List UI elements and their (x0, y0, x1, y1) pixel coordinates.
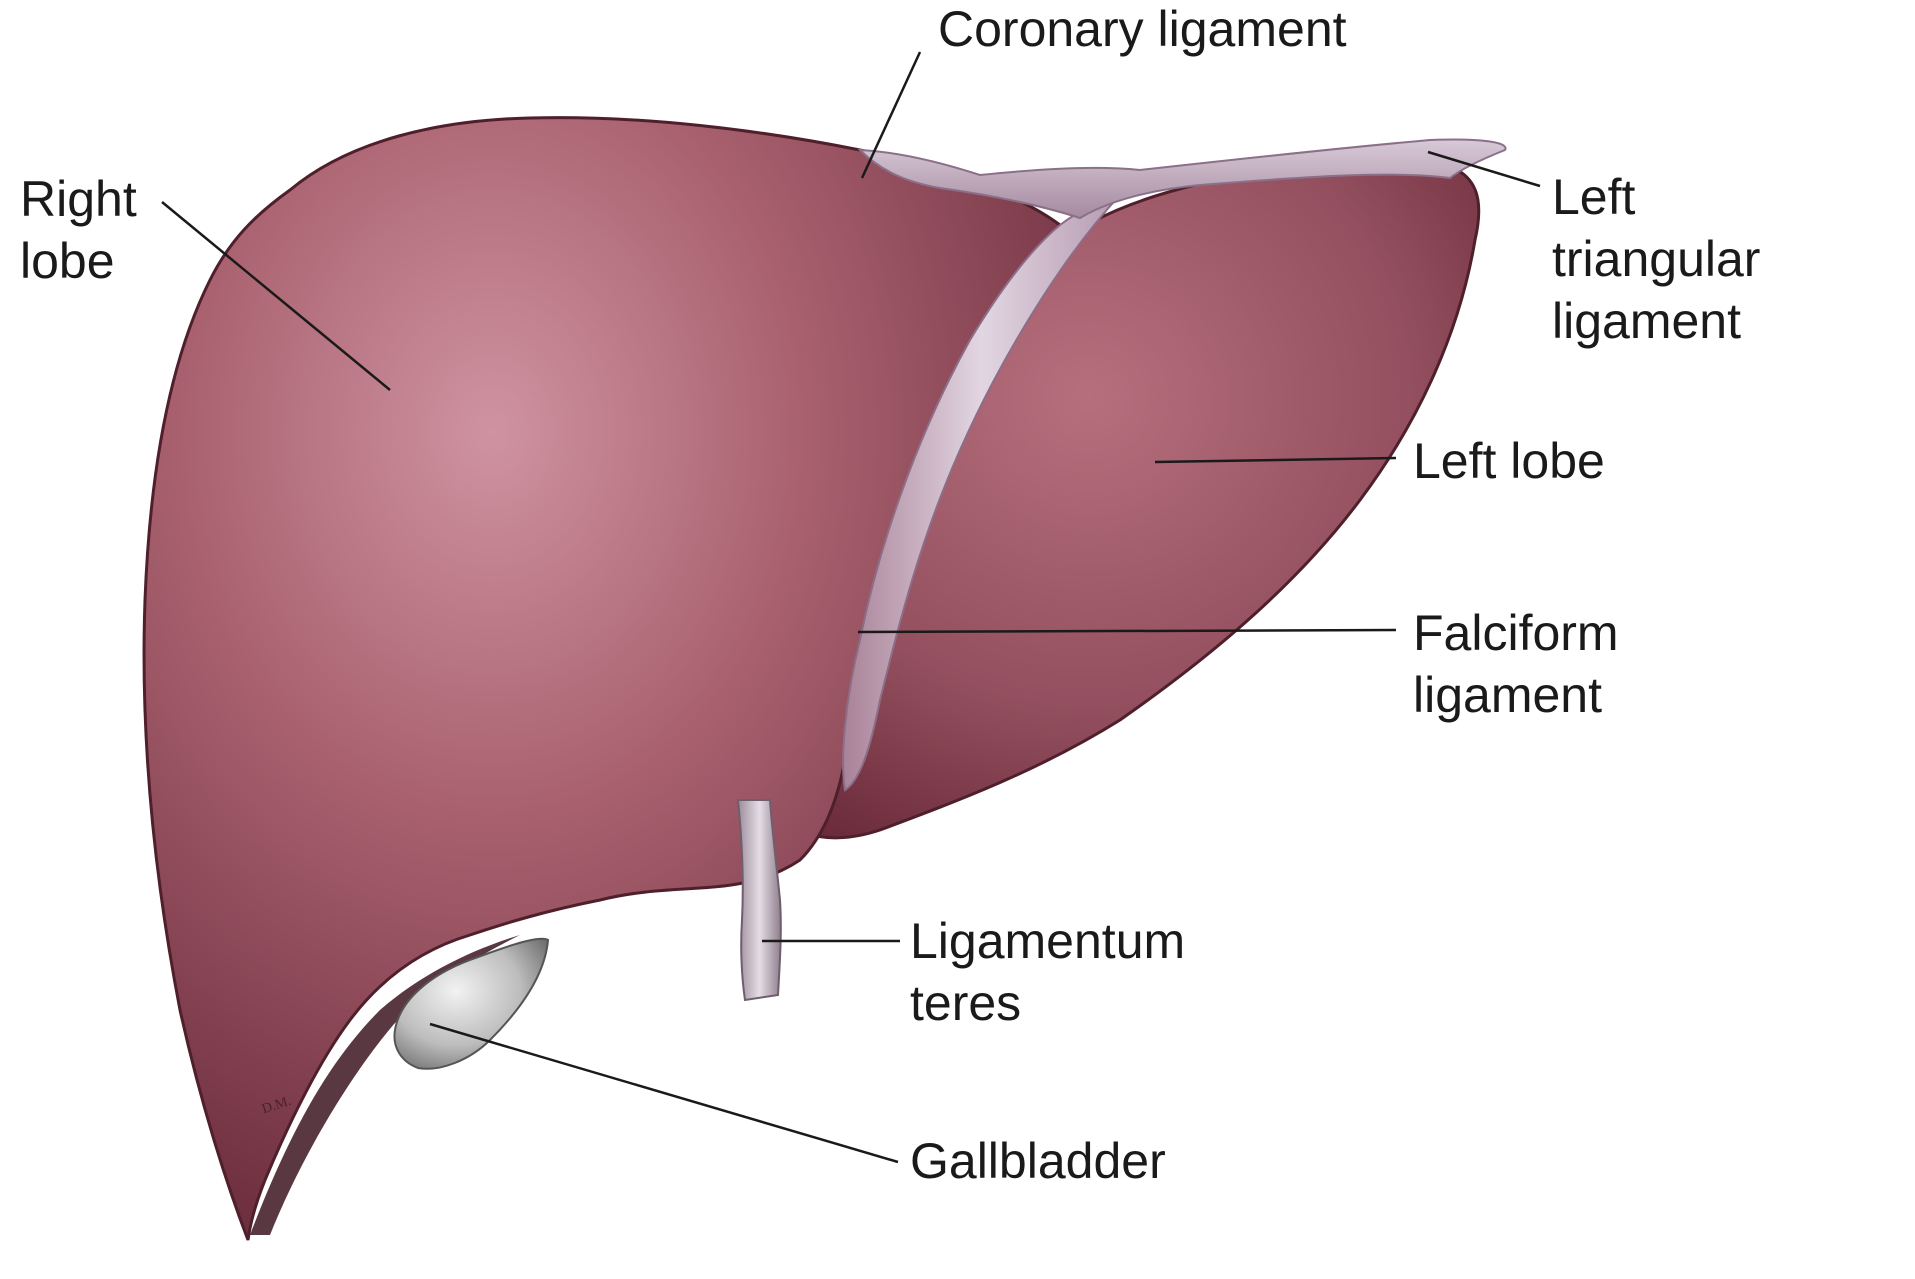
label-falciform-ligament: Falciform ligament (1413, 602, 1619, 726)
label-right-lobe-line-1: Right (20, 168, 137, 230)
label-left-lobe: Left lobe (1413, 430, 1605, 492)
label-right-lobe-line-2: lobe (20, 230, 137, 292)
label-coronary-ligament-text: Coronary ligament (938, 0, 1347, 60)
label-left-triangular-ligament: Left triangular ligament (1552, 166, 1760, 352)
label-ligamentum-teres: Ligamentum teres (910, 910, 1185, 1034)
label-left-triangular-line-1: Left (1552, 166, 1760, 228)
label-teres-line-1: Ligamentum (910, 910, 1185, 972)
label-coronary-ligament: Coronary ligament (938, 0, 1347, 60)
label-right-lobe: Right lobe (20, 168, 137, 292)
label-left-triangular-line-2: triangular (1552, 228, 1760, 290)
label-left-lobe-text: Left lobe (1413, 430, 1605, 492)
label-gallbladder-text: Gallbladder (910, 1130, 1166, 1192)
label-falciform-line-2: ligament (1413, 664, 1619, 726)
label-teres-line-2: teres (910, 972, 1185, 1034)
leader-gallbladder (430, 1024, 898, 1162)
label-gallbladder: Gallbladder (910, 1130, 1166, 1192)
label-falciform-line-1: Falciform (1413, 602, 1619, 664)
label-left-triangular-line-3: ligament (1552, 290, 1760, 352)
